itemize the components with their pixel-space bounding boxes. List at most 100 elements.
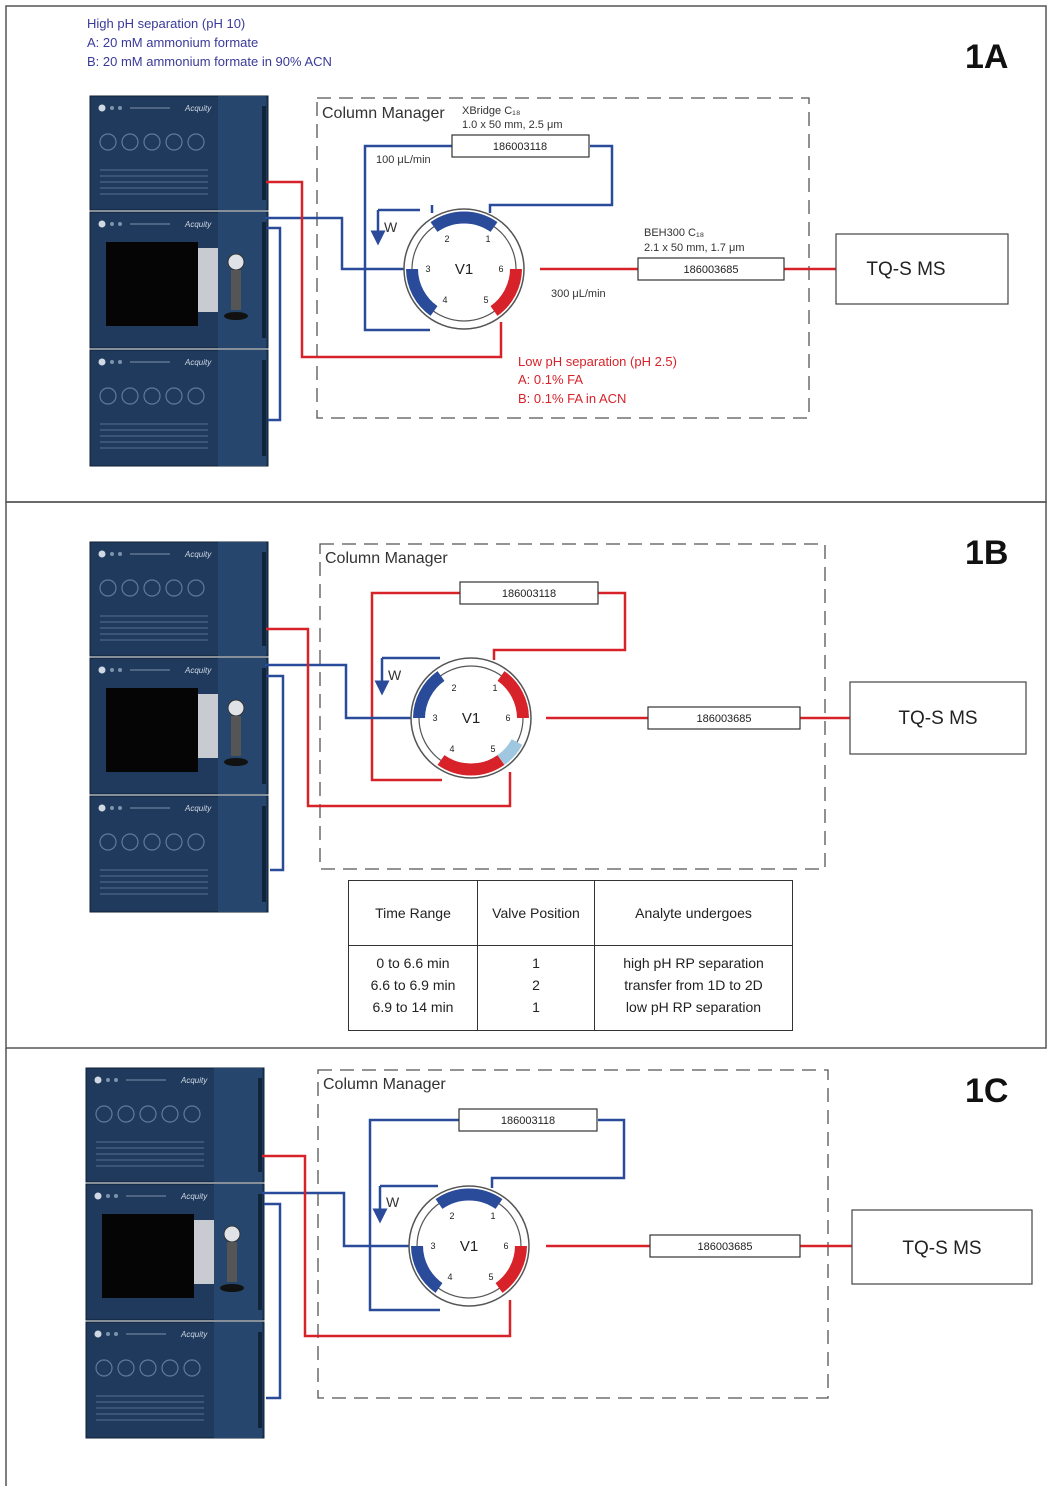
panel-1a: 1A High pH separation (pH 10) A: 20 mM a… bbox=[87, 16, 1009, 467]
time-range-cell: 6.9 to 14 min bbox=[348, 996, 478, 1031]
port-2: 2 bbox=[449, 1211, 454, 1221]
table-row: 6.9 to 14 min 1 low pH RP separation bbox=[348, 996, 793, 1031]
detector-box bbox=[835, 233, 1009, 305]
brand-label: Acquity bbox=[180, 1330, 208, 1339]
port-4: 4 bbox=[449, 744, 454, 754]
port-3: 3 bbox=[430, 1241, 435, 1251]
xbridge-column bbox=[459, 581, 599, 605]
beh300-column bbox=[637, 257, 785, 281]
table-row: 6.6 to 6.9 min 2 transfer from 1D to 2D bbox=[348, 974, 793, 996]
valve-v1: V1 1 2 3 4 5 6 bbox=[403, 208, 525, 330]
valve-label: V1 bbox=[462, 710, 480, 727]
column-1-loop-blue bbox=[363, 144, 614, 332]
column-manager-label: Column Manager bbox=[322, 105, 445, 122]
brand-label: Acquity bbox=[184, 666, 212, 675]
brand-label: Acquity bbox=[184, 220, 212, 229]
port-6: 6 bbox=[498, 264, 503, 274]
port-3: 3 bbox=[425, 264, 430, 274]
waste-arrow: W bbox=[374, 656, 440, 696]
brand-label: Acquity bbox=[184, 804, 212, 813]
valve-v1: V1 1 2 3 4 5 6 bbox=[408, 1185, 530, 1307]
port-5: 5 bbox=[483, 295, 488, 305]
column-manager-box bbox=[319, 543, 826, 870]
port-2: 2 bbox=[444, 234, 449, 244]
high-ph-solvent-b: B: 20 mM ammonium formate in 90% ACN bbox=[87, 54, 332, 69]
valve-v1: V1 1 2 3 4 5 6 bbox=[410, 657, 532, 779]
beh300-part-number: 186003685 bbox=[696, 713, 751, 725]
header-analyte-undergoes: Analyte undergoes bbox=[594, 880, 793, 946]
time-range-cell: 0 to 6.6 min bbox=[348, 945, 478, 974]
waste-arrow: W bbox=[370, 208, 420, 246]
header-time-range: Time Range bbox=[348, 880, 478, 946]
port-1: 1 bbox=[492, 683, 497, 693]
analyte-cell: low pH RP separation bbox=[594, 996, 793, 1031]
port-6: 6 bbox=[505, 713, 510, 723]
beh300-part-number: 186003685 bbox=[697, 1241, 752, 1253]
high-ph-solvent-a: A: 20 mM ammonium formate bbox=[87, 35, 258, 50]
time-range-cell: 6.6 to 6.9 min bbox=[348, 974, 478, 996]
port-5: 5 bbox=[490, 744, 495, 754]
port-1: 1 bbox=[490, 1211, 495, 1221]
pump-module: Acquity bbox=[85, 1067, 265, 1183]
panel-1b-label: 1B bbox=[965, 534, 1008, 572]
port-4: 4 bbox=[442, 295, 447, 305]
sample-manager-module: Acquity bbox=[85, 1183, 265, 1321]
pump-module: Acquity bbox=[85, 1321, 265, 1439]
analyte-cell: high pH RP separation bbox=[594, 945, 793, 974]
valve-label: V1 bbox=[455, 261, 473, 278]
pump-module: Acquity bbox=[89, 541, 269, 657]
low-ph-solvent-a: A: 0.1% FA bbox=[518, 372, 583, 387]
sample-manager-module: Acquity bbox=[89, 657, 269, 795]
low-ph-solvent-b: B: 0.1% FA in ACN bbox=[518, 391, 626, 406]
pump-lines bbox=[265, 180, 836, 422]
waste-arrow: W bbox=[372, 1184, 438, 1224]
valve-position-cell: 1 bbox=[477, 996, 595, 1031]
port-3: 3 bbox=[432, 713, 437, 723]
port-5: 5 bbox=[488, 1272, 493, 1282]
sample-manager-module: Acquity bbox=[89, 211, 269, 349]
detector-label: TQ-S MS bbox=[866, 259, 945, 280]
pump-module: Acquity bbox=[89, 95, 269, 211]
waste-label: W bbox=[386, 1194, 400, 1210]
xbridge-column-name: XBridge C₁₈ bbox=[462, 105, 520, 117]
beh300-column bbox=[649, 1234, 801, 1258]
column-1-loop-red bbox=[370, 591, 627, 782]
high-ph-title: High pH separation (pH 10) bbox=[87, 16, 245, 31]
valve-position-cell: 2 bbox=[477, 974, 595, 996]
panel-1b-frame bbox=[5, 501, 1047, 1049]
waste-label: W bbox=[388, 667, 402, 683]
valve-timing-table-grid: Time Range Valve Position Analyte underg… bbox=[348, 880, 793, 1031]
detector-label: TQ-S MS bbox=[902, 1238, 981, 1259]
header-valve-position: Valve Position bbox=[477, 880, 595, 946]
first-dimension-flow-rate: 100 μL/min bbox=[376, 154, 431, 166]
column-manager-label: Column Manager bbox=[325, 550, 448, 567]
port-1: 1 bbox=[485, 234, 490, 244]
brand-label: Acquity bbox=[184, 550, 212, 559]
panel-1c-label: 1C bbox=[965, 1072, 1008, 1110]
beh300-column-dims: 2.1 x 50 mm, 1.7 μm bbox=[644, 242, 744, 254]
brand-label: Acquity bbox=[184, 358, 212, 367]
column-manager-label: Column Manager bbox=[323, 1076, 446, 1093]
low-ph-title: Low pH separation (pH 2.5) bbox=[518, 354, 677, 369]
valve-position-cell: 1 bbox=[477, 945, 595, 974]
pump-lines bbox=[265, 627, 850, 872]
brand-label: Acquity bbox=[184, 104, 212, 113]
xbridge-column-dims: 1.0 x 50 mm, 2.5 μm bbox=[462, 119, 562, 131]
valve-timing-table: Time Range Valve Position Analyte underg… bbox=[348, 880, 793, 1031]
analyte-cell: transfer from 1D to 2D bbox=[594, 974, 793, 996]
column-manager-box bbox=[317, 1069, 829, 1399]
second-dimension-flow-rate: 300 μL/min bbox=[551, 288, 606, 300]
column-1-loop-blue bbox=[368, 1118, 626, 1312]
beh300-part-number: 186003685 bbox=[683, 264, 738, 276]
brand-label: Acquity bbox=[180, 1076, 208, 1085]
detector-label: TQ-S MS bbox=[898, 708, 977, 729]
port-2: 2 bbox=[451, 683, 456, 693]
pump-module: Acquity bbox=[89, 349, 269, 467]
table-row: 0 to 6.6 min 1 high pH RP separation bbox=[348, 945, 793, 974]
pump-lines bbox=[262, 1154, 852, 1400]
